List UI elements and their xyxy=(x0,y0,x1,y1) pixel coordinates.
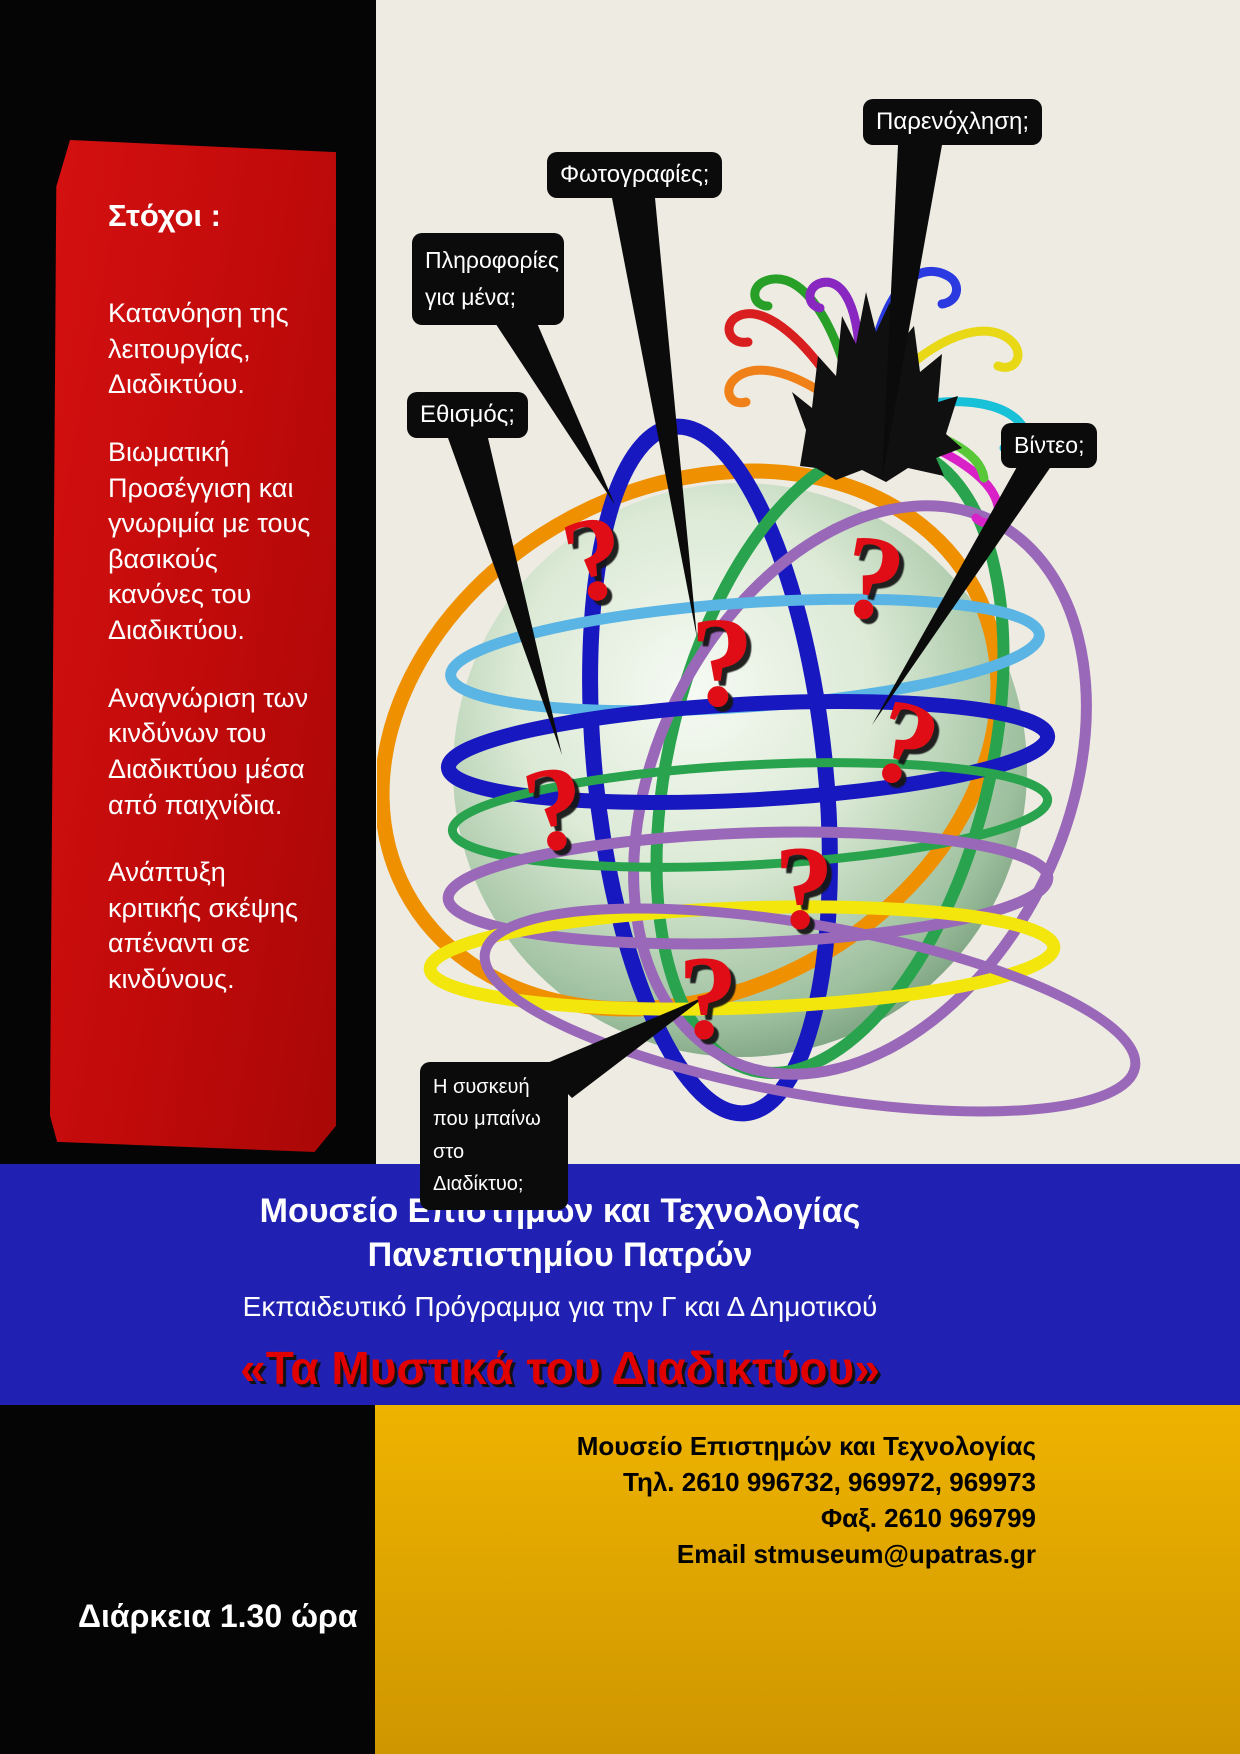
goal-item: Ανάπτυξη κριτικής σκέψης απέναντι σε κιν… xyxy=(108,857,299,994)
blue-banner: Μουσείο Επιστημών και Τεχνολογίας Πανεπι… xyxy=(0,1164,1240,1405)
goal-item: Βιωματική Προσέγγιση και γνωριμία με του… xyxy=(108,436,311,645)
goals-content: Στόχοι : Κατανόηση της λειτουργίας, Διαδ… xyxy=(50,140,336,998)
illustration-background xyxy=(376,0,1240,1165)
program-title: «Τα Μυστικά του Διαδικτύου» xyxy=(240,1342,880,1395)
goals-title: Στόχοι : xyxy=(108,198,221,233)
program-description: Εκπαιδευτικό Πρόγραμμα για την Γ και Δ Δ… xyxy=(242,1291,878,1323)
museum-name-line2: Πανεπιστημίου Πατρών xyxy=(367,1235,753,1274)
contact-name: Μουσείο Επιστημών και Τεχνολογίας xyxy=(576,1431,1036,1461)
callout-photos: Φωτογραφίες; xyxy=(547,152,723,198)
contact-email: Email stmuseum@upatras.gr xyxy=(676,1538,1036,1569)
callout-device: Η συσκευή που μπαίνω στο Διαδίκτυο; xyxy=(420,1062,568,1210)
callout-harassment: Παρενόχληση; xyxy=(863,99,1043,145)
goal-item: Αναγνώριση των κινδύνων του Διαδικτύου μ… xyxy=(108,682,309,820)
callout-addiction: Εθισμός; xyxy=(407,392,528,438)
contact-fax: Φαξ. 2610 969799 xyxy=(820,1502,1036,1533)
callout-video: Βίντεο; xyxy=(1001,423,1098,468)
contact-phone: Τηλ. 2610 996732, 969972, 969973 xyxy=(623,1466,1036,1497)
goals-ribbon: Στόχοι : Κατανόηση της λειτουργίας, Διαδ… xyxy=(50,140,336,1152)
callout-personal-info: Πληροφορίες για μένα; xyxy=(412,233,564,325)
contact-panel: Μουσείο Επιστημών και Τεχνολογίας Τηλ. 2… xyxy=(375,1405,1240,1754)
goal-item: Κατανόηση της λειτουργίας, Διαδικτύου. xyxy=(108,298,289,400)
duration-text: Διάρκεια 1.30 ώρα xyxy=(78,1598,358,1634)
